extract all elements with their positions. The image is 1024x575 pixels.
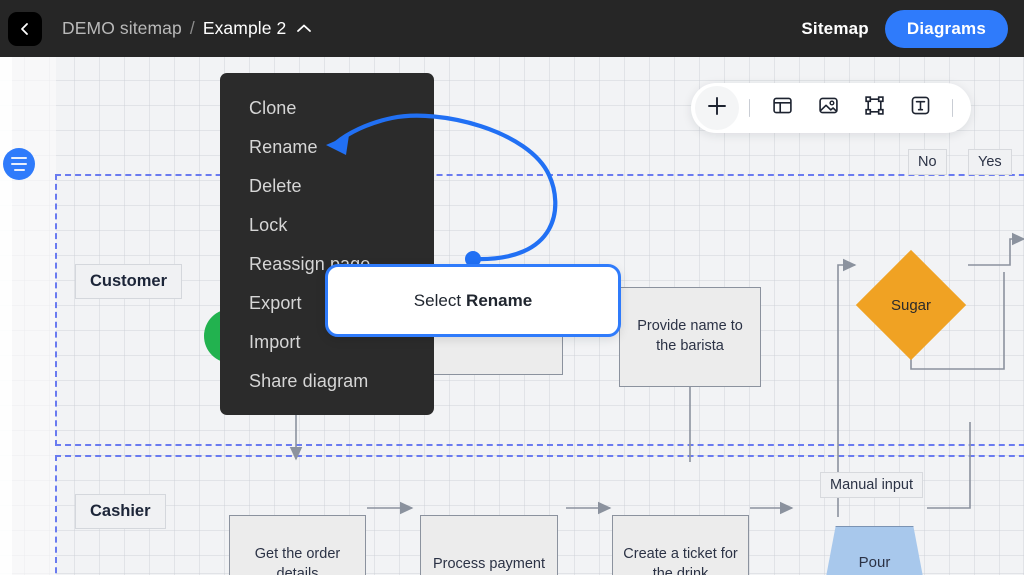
menu-item-delete[interactable]: Delete [249, 176, 302, 196]
layout-frame-icon [772, 95, 793, 121]
breadcrumb-root[interactable]: DEMO sitemap [62, 18, 182, 38]
floating-toolbar [691, 83, 971, 133]
create-ticket-node[interactable]: Create a ticket for the drink [612, 515, 749, 575]
plus-icon [706, 95, 728, 122]
lane-cashier[interactable] [55, 455, 1024, 575]
pour-label: Pour [858, 553, 891, 571]
sugar-label: Sugar [890, 296, 932, 314]
hamburger-line-3 [13, 169, 25, 171]
lane-label-cashier[interactable]: Cashier [75, 494, 166, 529]
pour-trapezoid-shape [822, 526, 927, 575]
chevron-left-icon [17, 21, 33, 37]
menu-item-import[interactable]: Import [249, 332, 301, 352]
context-menu: Clone Rename Delete Lock Reassign page E… [220, 73, 434, 415]
text-button[interactable] [898, 86, 942, 130]
breadcrumb-current[interactable]: Example 2 [202, 18, 287, 38]
lane-label-customer[interactable]: Customer [75, 264, 183, 299]
breadcrumb-separator: / [189, 18, 195, 38]
toolbar-divider-2 [952, 99, 953, 117]
add-button[interactable] [695, 86, 739, 130]
image-icon [818, 95, 839, 121]
edge-label-no[interactable]: No [908, 149, 947, 175]
tab-diagrams[interactable]: Diagrams [884, 9, 1008, 48]
callout-tooltip: Select Rename [325, 264, 621, 337]
tab-sitemap[interactable]: Sitemap [801, 18, 869, 38]
shape-button[interactable] [852, 86, 896, 130]
toolbar-divider-1 [749, 99, 750, 117]
hamburger-line-1 [11, 157, 27, 159]
hamburger-line-2 [11, 163, 27, 165]
back-button[interactable] [8, 11, 42, 46]
shape-transform-icon [864, 95, 885, 121]
canvas-menu-button[interactable] [3, 148, 35, 180]
top-right-actions: Sitemap Diagrams [801, 9, 1024, 48]
chevron-up-icon[interactable] [296, 23, 312, 34]
menu-item-export[interactable]: Export [249, 293, 302, 313]
menu-item-rename[interactable]: Rename [249, 137, 318, 157]
edge-label-yes[interactable]: Yes [968, 149, 1012, 175]
frame-button[interactable] [760, 86, 804, 130]
process-payment-node[interactable]: Process payment [420, 515, 558, 575]
text-box-icon [910, 95, 931, 121]
top-bar: DEMO sitemap / Example 2 Sitemap Diagram… [0, 0, 1024, 57]
breadcrumb: DEMO sitemap / Example 2 [62, 18, 312, 39]
edge-label-manual-input[interactable]: Manual input [820, 472, 924, 498]
menu-item-share-diagram[interactable]: Share diagram [249, 371, 369, 391]
get-order-node[interactable]: Get the order details [229, 515, 366, 575]
menu-item-clone[interactable]: Clone [249, 98, 297, 118]
callout-target: Rename [466, 290, 533, 310]
menu-item-lock[interactable]: Lock [249, 215, 288, 235]
callout-prefix: Select [413, 290, 462, 310]
pour-node[interactable]: Pour [822, 526, 927, 575]
image-button[interactable] [806, 86, 850, 130]
provide-name-node[interactable]: Provide name to the barista [619, 287, 761, 387]
sugar-node[interactable]: Sugar [855, 249, 967, 361]
